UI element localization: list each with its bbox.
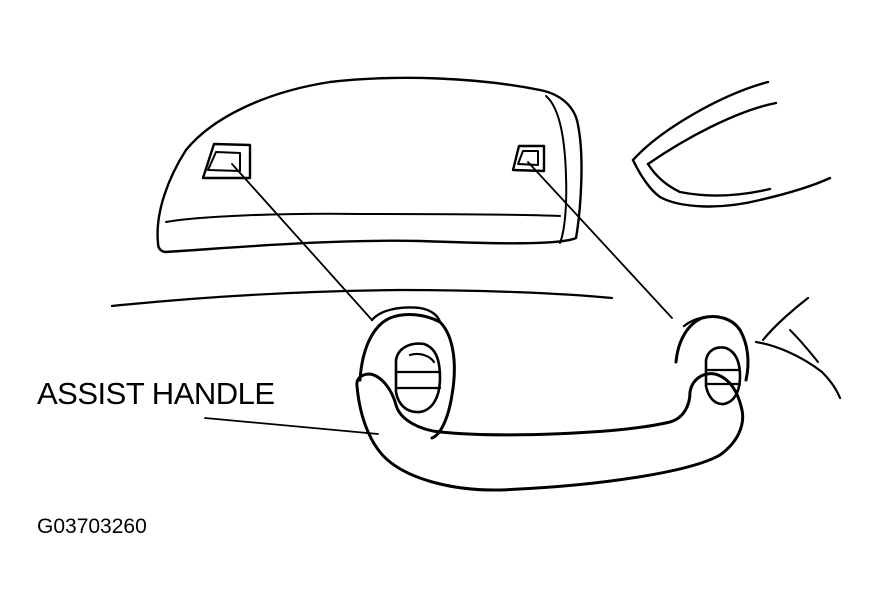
left-mount-hole [201,142,252,180]
figure-id-label: G03703260 [37,515,147,538]
assist-handle [355,306,750,492]
guide-line-right [527,161,673,319]
callout-leader-line [204,417,379,435]
roof-edge-line [110,288,614,308]
assist-handle-label: ASSIST HANDLE [37,376,275,411]
roof-headliner [156,76,583,254]
guide-line-left [231,163,373,321]
right-mount-hole [511,144,546,173]
window-frame [631,80,832,208]
pillar-trim [754,296,842,400]
